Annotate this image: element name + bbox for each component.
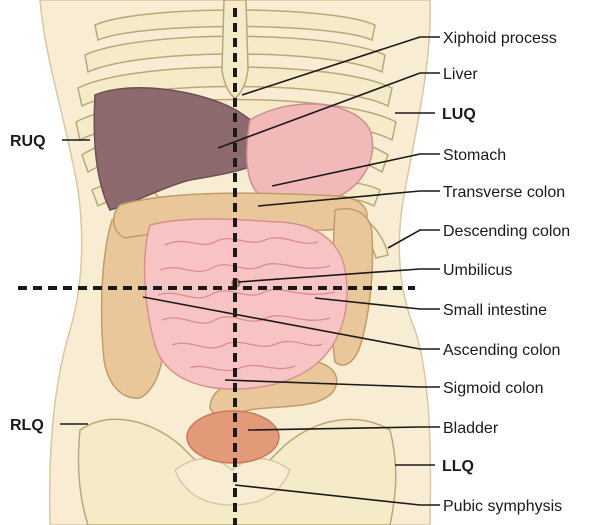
label-ascending-colon: Ascending colon <box>443 342 560 359</box>
label-pubic-symphysis: Pubic symphysis <box>443 498 562 515</box>
label-stomach: Stomach <box>443 147 506 164</box>
label-small-intestine: Small intestine <box>443 302 547 319</box>
label-xiphoid-process: Xiphoid process <box>443 30 557 47</box>
label-bladder: Bladder <box>443 420 499 437</box>
label-llq: LLQ <box>442 458 474 475</box>
small-intestine <box>145 219 347 389</box>
label-descending-colon: Descending colon <box>443 223 570 240</box>
label-luq: LUQ <box>442 106 476 123</box>
label-liver: Liver <box>443 66 478 83</box>
label-rlq: RLQ <box>10 417 44 434</box>
label-sigmoid-colon: Sigmoid colon <box>443 380 544 397</box>
label-ruq: RUQ <box>10 133 46 150</box>
label-umbilicus: Umbilicus <box>443 262 512 279</box>
label-transverse-colon: Transverse colon <box>443 184 565 201</box>
